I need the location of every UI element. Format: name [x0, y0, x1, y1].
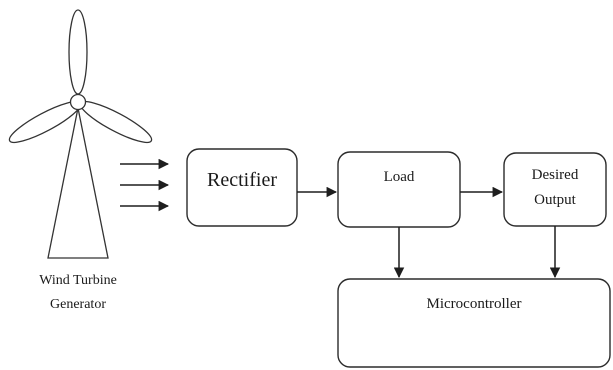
rectifier-label: Rectifier — [207, 169, 277, 191]
turbine-hub — [69, 93, 87, 111]
turbine-label-line1: Wind Turbine — [39, 273, 117, 288]
load-label: Load — [384, 169, 415, 185]
desired-output-label-line1: Desired — [532, 167, 579, 183]
load-block — [337, 151, 461, 228]
microcontroller-label: Microcontroller — [427, 296, 522, 312]
wind-turbine-icon — [8, 9, 153, 259]
turbine-blade-top — [68, 9, 88, 95]
desired-output-label-line2: Output — [534, 192, 577, 208]
rectifier-block — [186, 148, 298, 227]
turbine-blade-right — [79, 100, 153, 144]
turbine-tower — [47, 107, 109, 259]
turbine-label-line2: Generator — [50, 297, 106, 312]
desired-output-block — [503, 152, 607, 227]
microcontroller-block — [337, 278, 611, 368]
